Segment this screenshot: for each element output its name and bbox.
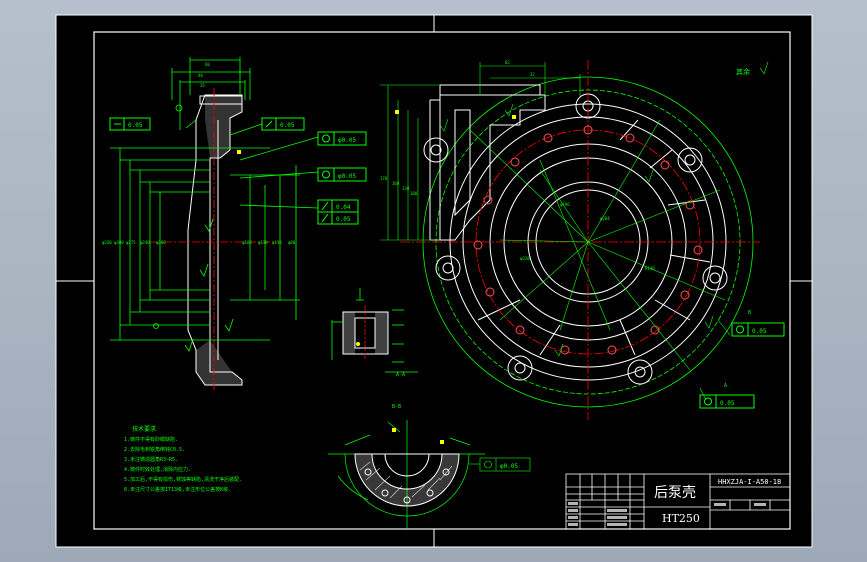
svg-text:φ110: φ110 (272, 240, 282, 245)
svg-text:130: 130 (402, 186, 410, 191)
small-bolt-holes (473, 125, 703, 355)
view-label-bb: B-B (392, 404, 401, 410)
svg-text:φ320: φ320 (520, 256, 530, 261)
tolerance-frame-position-a: φ0.05 (317, 131, 367, 146)
note-item: 6.未注尺寸公差按IT13级,未注形位公差按K级. (124, 486, 231, 493)
tolerance-value-coaxial: φ0.05 (500, 463, 518, 470)
svg-text:φ80: φ80 (288, 240, 296, 245)
svg-text:82: 82 (505, 60, 510, 65)
sheet-outer-border (55, 14, 813, 548)
centering-marks (56, 15, 812, 547)
svg-text:R140: R140 (645, 266, 655, 271)
section-view-left: φ330 φ300 φ275 φ240 φ200 φ160 φ130 φ110 … (102, 57, 319, 392)
note-item: 2.去除毛刺锐角倒钝C0.5. (124, 446, 185, 453)
svg-text:φ330: φ330 (102, 240, 112, 245)
material: HT250 (662, 512, 700, 525)
tolerance-frame-position-b: φ0.05 (317, 167, 367, 182)
view-label-aa: A-A (396, 372, 405, 378)
notes-heading: 技术要求 (132, 425, 156, 433)
svg-text:100: 100 (410, 191, 418, 196)
detail-view-bb: B-B (328, 404, 531, 530)
svg-text:φ240: φ240 (140, 240, 150, 245)
view-label-b: B (748, 310, 751, 316)
tolerance-value-parallel: 0.05 (280, 122, 295, 129)
note-item: 4.铸件时效处理,消除内应力. (124, 466, 191, 473)
surface-finish-label: 其余 (736, 67, 750, 76)
surface-finish-text: 其余 (736, 67, 750, 76)
svg-text:φ130: φ130 (258, 240, 268, 245)
svg-text:178: 178 (380, 176, 388, 181)
svg-text:φ284: φ284 (600, 216, 610, 221)
svg-text:60: 60 (205, 62, 210, 67)
tolerance-value-position-a: φ0.05 (338, 137, 356, 144)
svg-text:160: 160 (392, 181, 400, 186)
technical-notes: 技术要求 1.铸件不得有砂眼缺陷. 2.去除毛刺锐角倒钝C0.5. 3.未注铸造… (124, 425, 242, 493)
note-item: 1.铸件不得有砂眼缺陷. (124, 436, 178, 443)
svg-text:32: 32 (530, 72, 535, 77)
view-label-a: A (724, 383, 727, 389)
tolerance-frame-runout: 0.04 0.05 (317, 199, 359, 225)
tolerance-value-flatness: 0.05 (128, 122, 143, 129)
svg-text:φ200: φ200 (156, 240, 166, 245)
detail-view-aa: A-A (331, 288, 418, 378)
tolerance-frame-parallel: 0.05 (261, 117, 305, 131)
title-block (565, 473, 791, 530)
svg-text:φ300: φ300 (114, 240, 124, 245)
tolerance-value-perpendicular: 0.05 (336, 216, 351, 223)
front-view-right: 178 160 130 100 82 32 φ196 φ284 φ320 R14… (380, 60, 769, 420)
tolerance-value-runout: 0.04 (336, 204, 351, 211)
svg-text:φ275: φ275 (126, 240, 136, 245)
svg-text:φ196: φ196 (560, 202, 570, 207)
tolerance-value-right-a: 0.05 (752, 328, 767, 335)
tolerance-value-position-b: φ0.05 (338, 173, 356, 180)
svg-text:48: 48 (198, 73, 203, 78)
part-name: 后泵壳 (654, 484, 696, 501)
tolerance-frame-flatness: 0.05 (109, 117, 151, 131)
note-item: 3.未注铸造圆角R3~R5. (124, 456, 178, 463)
tolerance-value-right-b: 0.05 (720, 400, 735, 407)
drawing-number: HHXZJA-I-A50-18 (718, 478, 781, 486)
note-item: 5.加工后,不得有损伤,锈蚀等缺陷,清洗干净后装配. (124, 476, 242, 483)
tolerance-frame-right-b: 0.05 A (699, 383, 755, 409)
svg-text:35: 35 (200, 83, 205, 88)
svg-text:φ160: φ160 (242, 240, 252, 245)
tolerance-frame-right-a: 0.05 B (731, 310, 785, 337)
title-block-small-text (568, 502, 766, 526)
